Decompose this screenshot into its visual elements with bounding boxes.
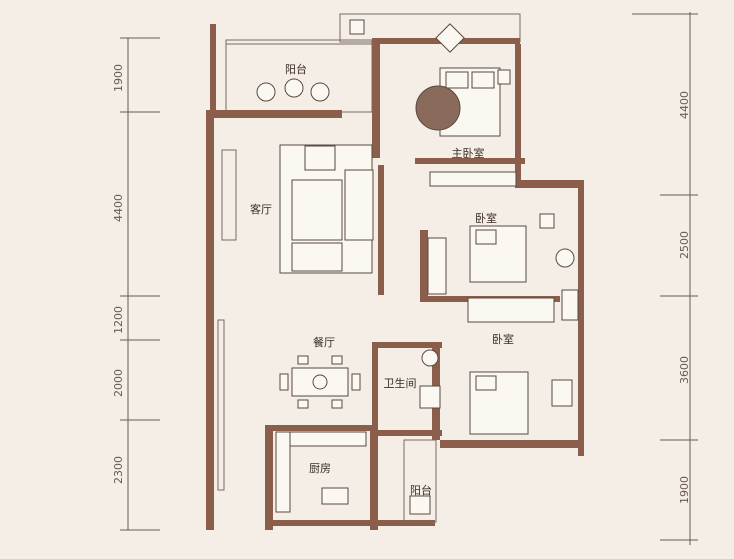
label-bathroom: 卫生间 xyxy=(384,376,417,390)
dim-left-2: 4400 xyxy=(112,194,125,222)
dim-right-1: 4400 xyxy=(678,91,691,119)
label-living-room: 客厅 xyxy=(250,202,272,216)
furniture xyxy=(256,19,579,515)
dim-left-3: 1200 xyxy=(112,306,125,334)
label-bedroom-1: 卧室 xyxy=(475,211,497,225)
dim-right-3: 3600 xyxy=(678,356,691,384)
label-kitchen: 厨房 xyxy=(309,462,331,475)
dim-right-2: 2500 xyxy=(678,231,691,259)
label-master-bedroom: 主卧室 xyxy=(452,146,485,160)
dim-left-4: 2000 xyxy=(112,369,125,397)
walls xyxy=(206,13,584,530)
dim-right-4: 1900 xyxy=(678,476,691,504)
label-dining-room: 餐厅 xyxy=(313,335,335,349)
label-bedroom-2: 卧室 xyxy=(492,332,514,346)
left-dimension-chain: 1900 4400 1200 2000 2300 xyxy=(112,37,160,531)
label-balcony-top: 阳台 xyxy=(285,62,307,76)
right-dimension-chain: 4400 2500 3600 1900 xyxy=(632,12,698,545)
room-labels: 阳台 主卧室 客厅 卧室 卧室 餐厅 卫生间 厨房 阳台 xyxy=(250,62,514,497)
label-balcony-bottom: 阳台 xyxy=(410,483,432,497)
dim-left-1: 1900 xyxy=(112,64,125,92)
dim-left-5: 2300 xyxy=(112,456,125,484)
